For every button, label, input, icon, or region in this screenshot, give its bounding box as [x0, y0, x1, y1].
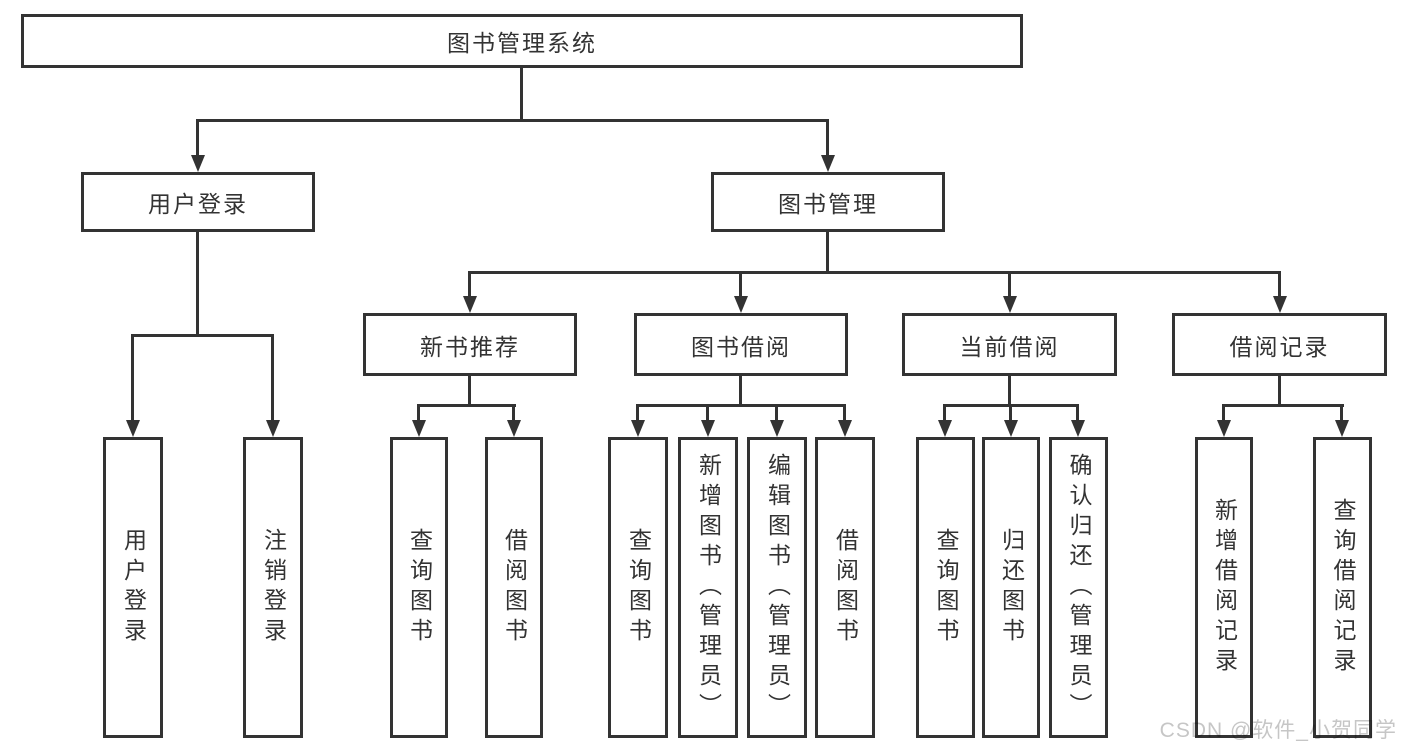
arrowhead-down-icon: [1004, 420, 1018, 437]
arrowhead-down-icon: [126, 420, 140, 437]
connector-drop-user-login: [196, 119, 199, 157]
leaf-label: 确认归还（管理员）: [1066, 452, 1092, 723]
connector-drop: [706, 404, 709, 424]
arrowhead-down-icon: [734, 296, 748, 313]
arrowhead-down-icon: [770, 420, 784, 437]
node-new-book-recommendation: 新书推荐: [363, 313, 577, 376]
connector-root-bus: [196, 119, 829, 122]
connector-newrec-trunk: [468, 376, 471, 406]
leaf-add-borrow-record: 新增借阅记录: [1195, 437, 1253, 738]
leaf-edit-books-admin: 编辑图书（管理员）: [747, 437, 807, 738]
connector-book-mgmt-trunk: [826, 232, 829, 273]
leaf-user-login: 用户登录: [103, 437, 163, 738]
connector-drop: [1222, 404, 1225, 424]
leaf-query-books-current: 查询图书: [916, 437, 975, 738]
leaf-return-books: 归还图书: [982, 437, 1040, 738]
leaf-label: 归还图书: [998, 527, 1025, 648]
arrowhead-down-icon: [266, 420, 280, 437]
leaf-label: 注销登录: [260, 527, 287, 648]
arrowhead-down-icon: [507, 420, 521, 437]
leaf-label: 查询借阅记录: [1330, 497, 1356, 678]
leaf-label: 新增借阅记录: [1211, 497, 1238, 678]
leaf-confirm-return-admin: 确认归还（管理员）: [1049, 437, 1108, 738]
connector-records-trunk: [1278, 376, 1281, 406]
leaf-label: 查询图书: [406, 527, 433, 648]
leaf-borrow-books-newrec: 借阅图书: [485, 437, 543, 738]
leaf-query-borrow-record: 查询借阅记录: [1313, 437, 1372, 738]
node-book-management: 图书管理: [711, 172, 945, 232]
connector-drop: [1076, 404, 1079, 424]
arrowhead-down-icon: [1217, 420, 1231, 437]
node-borrowing-records: 借阅记录: [1172, 313, 1387, 376]
csdn-watermark: CSDN @软件_小贺同学: [1159, 719, 1397, 742]
connector-drop: [775, 404, 778, 424]
arrowhead-down-icon: [1335, 420, 1349, 437]
arrowhead-down-icon: [821, 155, 835, 172]
connector-drop: [843, 404, 846, 424]
node-user-login: 用户登录: [81, 172, 315, 232]
connector-drop: [417, 404, 420, 424]
connector-drop-login: [131, 334, 134, 422]
arrowhead-down-icon: [938, 420, 952, 437]
leaf-label: 新增图书（管理员）: [695, 452, 722, 723]
leaf-label: 查询图书: [625, 527, 652, 648]
leaf-label: 借阅图书: [501, 527, 528, 648]
node-book-management-system: 图书管理系统: [21, 14, 1023, 68]
connector-book-mgmt-bus: [468, 271, 1281, 274]
connector-drop-book-management: [826, 119, 829, 157]
connector-root-trunk: [520, 68, 523, 121]
leaf-label: 查询图书: [933, 527, 959, 648]
arrowhead-down-icon: [631, 420, 645, 437]
connector-drop: [1009, 404, 1012, 424]
connector-drop-new-book: [468, 271, 471, 298]
arrowhead-down-icon: [412, 420, 426, 437]
connector-drop-records: [1278, 271, 1281, 298]
arrowhead-down-icon: [1003, 296, 1017, 313]
leaf-add-books-admin: 新增图书（管理员）: [678, 437, 738, 738]
leaf-logout: 注销登录: [243, 437, 303, 738]
arrowhead-down-icon: [701, 420, 715, 437]
leaf-query-books-borrow: 查询图书: [608, 437, 668, 738]
connector-user-login-bus: [131, 334, 274, 337]
leaf-label: 用户登录: [120, 527, 147, 648]
arrowhead-down-icon: [463, 296, 477, 313]
arrowhead-down-icon: [1273, 296, 1287, 313]
connector-current-trunk: [1008, 376, 1011, 406]
leaf-label: 借阅图书: [832, 527, 859, 648]
leaf-query-books-newrec: 查询图书: [390, 437, 448, 738]
connector-borrow-trunk: [739, 376, 742, 406]
connector-newrec-bus: [417, 404, 516, 407]
connector-borrow-bus: [636, 404, 846, 407]
connector-records-bus: [1222, 404, 1344, 407]
arrowhead-down-icon: [191, 155, 205, 172]
leaf-borrow-books: 借阅图书: [815, 437, 875, 738]
connector-drop: [1340, 404, 1343, 424]
connector-drop: [943, 404, 946, 424]
connector-drop-logout: [271, 334, 274, 422]
node-current-borrowing: 当前借阅: [902, 313, 1117, 376]
connector-user-login-trunk: [196, 232, 199, 336]
connector-drop: [636, 404, 639, 424]
connector-drop: [512, 404, 515, 424]
arrowhead-down-icon: [1071, 420, 1085, 437]
arrowhead-down-icon: [838, 420, 852, 437]
connector-drop-borrowing: [739, 271, 742, 298]
connector-drop-current: [1008, 271, 1011, 298]
node-book-borrowing: 图书借阅: [634, 313, 848, 376]
leaf-label: 编辑图书（管理员）: [764, 452, 791, 723]
